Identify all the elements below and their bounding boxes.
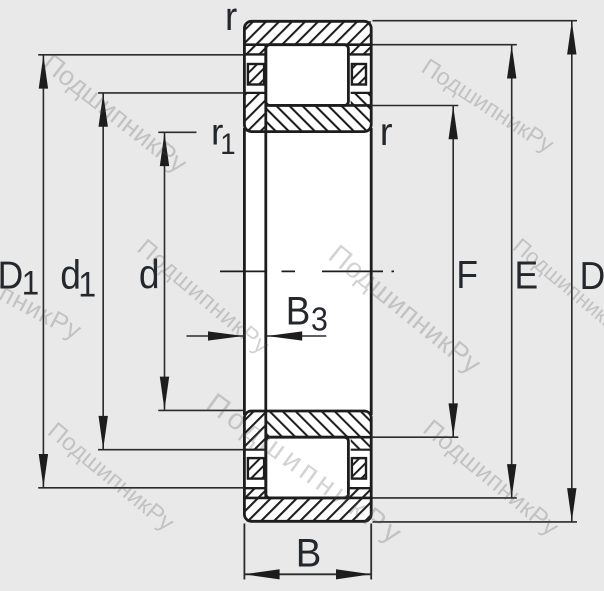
svg-text:D: D (0, 254, 23, 297)
svg-text:d: d (139, 253, 160, 298)
svg-text:B: B (296, 532, 322, 576)
svg-text:d: d (60, 253, 81, 298)
svg-text:1: 1 (220, 128, 235, 161)
svg-text:D: D (580, 255, 604, 298)
svg-text:r: r (380, 111, 393, 154)
svg-text:F: F (456, 254, 478, 297)
svg-text:r: r (211, 112, 223, 153)
svg-text:r: r (225, 0, 237, 39)
svg-text:1: 1 (22, 263, 39, 302)
svg-text:3: 3 (311, 300, 328, 337)
svg-text:E: E (515, 254, 539, 297)
svg-text:1: 1 (78, 266, 96, 305)
svg-text:B: B (286, 289, 311, 334)
